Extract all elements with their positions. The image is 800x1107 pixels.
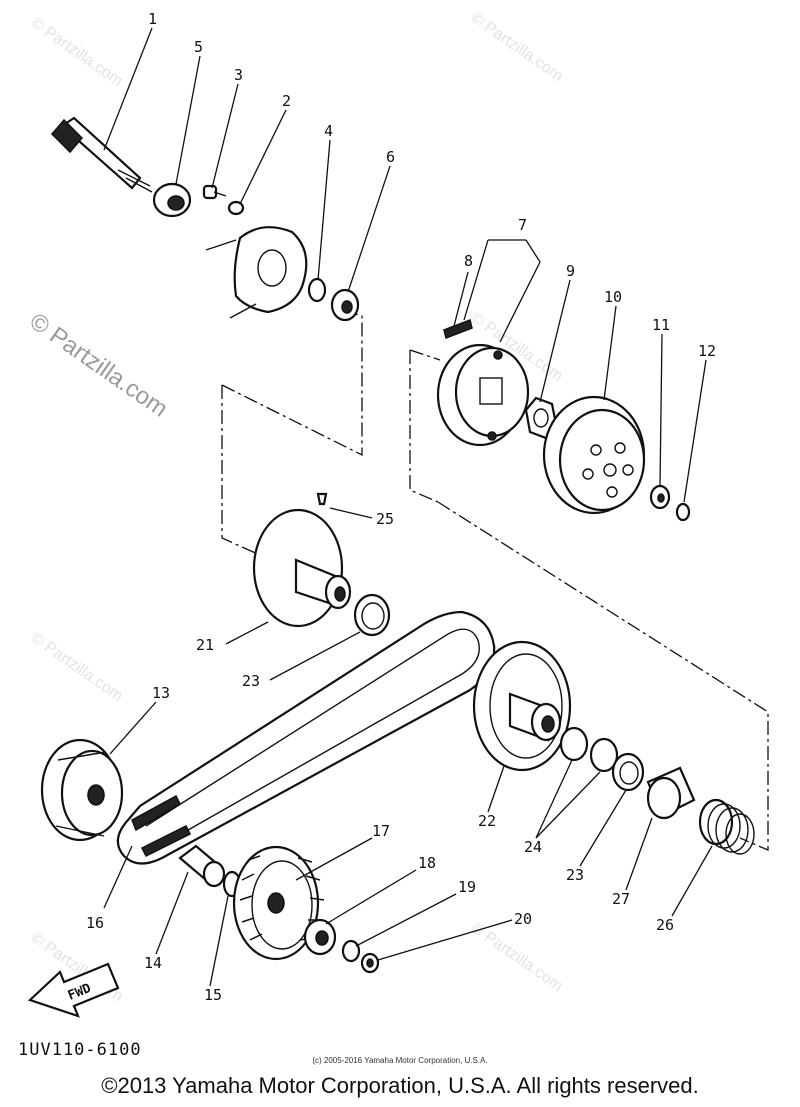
label-part-2: 2: [282, 92, 291, 110]
part-10-clutch-housing: [542, 395, 646, 515]
part-4-circlip: [307, 277, 327, 303]
part-13-sliding-sheave: [40, 738, 124, 842]
label-part-9: 9: [566, 262, 575, 280]
label-part-26: 26: [656, 916, 674, 934]
label-part-1: 1: [148, 10, 157, 28]
part-26-spring: [698, 798, 755, 855]
crankcase-cover: [205, 226, 308, 319]
part-14-collar: [178, 844, 226, 888]
part-22-sliding-sheave: [472, 640, 572, 772]
label-part-25: 25: [376, 510, 394, 528]
part-1-shaft: [50, 116, 153, 193]
part-18-cam: [303, 918, 337, 956]
label-part-4: 4: [324, 122, 333, 140]
label-part-5: 5: [194, 38, 203, 56]
label-part-20: 20: [514, 910, 532, 928]
label-part-13: 13: [152, 684, 170, 702]
part-3-bolt: [202, 184, 227, 200]
copyright-small: (c) 2005-2016 Yamaha Motor Corporation, …: [312, 1056, 488, 1065]
watermark-4: © Partzilla.com: [28, 629, 126, 705]
part-6-oil-seal: [330, 288, 360, 322]
label-part-27: 27: [612, 890, 630, 908]
label-part-17: 17: [372, 822, 390, 840]
part-labels: 1 5 3 2 4 6 7 8 9 10 11 12 25 21 23 13 2…: [86, 10, 716, 1004]
leader-lines: [103, 27, 713, 987]
part-20-nut: [360, 952, 380, 974]
part-21-fixed-sheave: [252, 508, 352, 628]
label-part-6: 6: [386, 148, 395, 166]
label-part-23-upper: 23: [242, 672, 260, 690]
part-27-guide: [646, 766, 696, 820]
watermark-2: © Partzilla.com: [468, 9, 566, 85]
part-23-oil-seal-upper: [353, 593, 391, 637]
label-part-10: 10: [604, 288, 622, 306]
fwd-arrow: FWD: [27, 962, 120, 1018]
label-part-7: 7: [518, 216, 527, 234]
label-part-24: 24: [524, 838, 542, 856]
label-part-22: 22: [478, 812, 496, 830]
part-11-nut: [649, 484, 671, 510]
label-part-18: 18: [418, 854, 436, 872]
label-part-12: 12: [698, 342, 716, 360]
label-part-16: 16: [86, 914, 104, 932]
label-part-21: 21: [196, 636, 214, 654]
watermark-7: © Partzilla.com: [468, 919, 566, 995]
part-8-pin: [443, 318, 473, 340]
label-part-8: 8: [464, 252, 473, 270]
part-23-oil-seal-lower: [611, 752, 645, 792]
part-7-clutch-carrier: [436, 343, 530, 447]
part-2-washer: [227, 200, 245, 216]
watermark-large: © Partzilla.com: [25, 308, 173, 423]
label-part-19: 19: [458, 878, 476, 896]
diagram-code: 1UV110-6100: [18, 1040, 142, 1060]
label-part-14: 14: [144, 954, 162, 972]
part-5-bearing: [152, 182, 192, 218]
part-25-grease-nipple: [316, 492, 328, 506]
label-part-15: 15: [204, 986, 222, 1004]
part-19-washer: [341, 939, 361, 963]
watermark-1: © Partzilla.com: [28, 14, 126, 90]
part-12-ring: [675, 502, 691, 522]
copyright-main: ©2013 Yamaha Motor Corporation, U.S.A. A…: [101, 1073, 699, 1098]
part-24-o-rings: [559, 726, 619, 773]
part-16-v-belt: [116, 610, 496, 865]
part-17-fan-sheave: [232, 845, 325, 961]
label-part-3: 3: [234, 66, 243, 84]
label-part-11: 11: [652, 316, 670, 334]
label-part-23-lower: 23: [566, 866, 584, 884]
